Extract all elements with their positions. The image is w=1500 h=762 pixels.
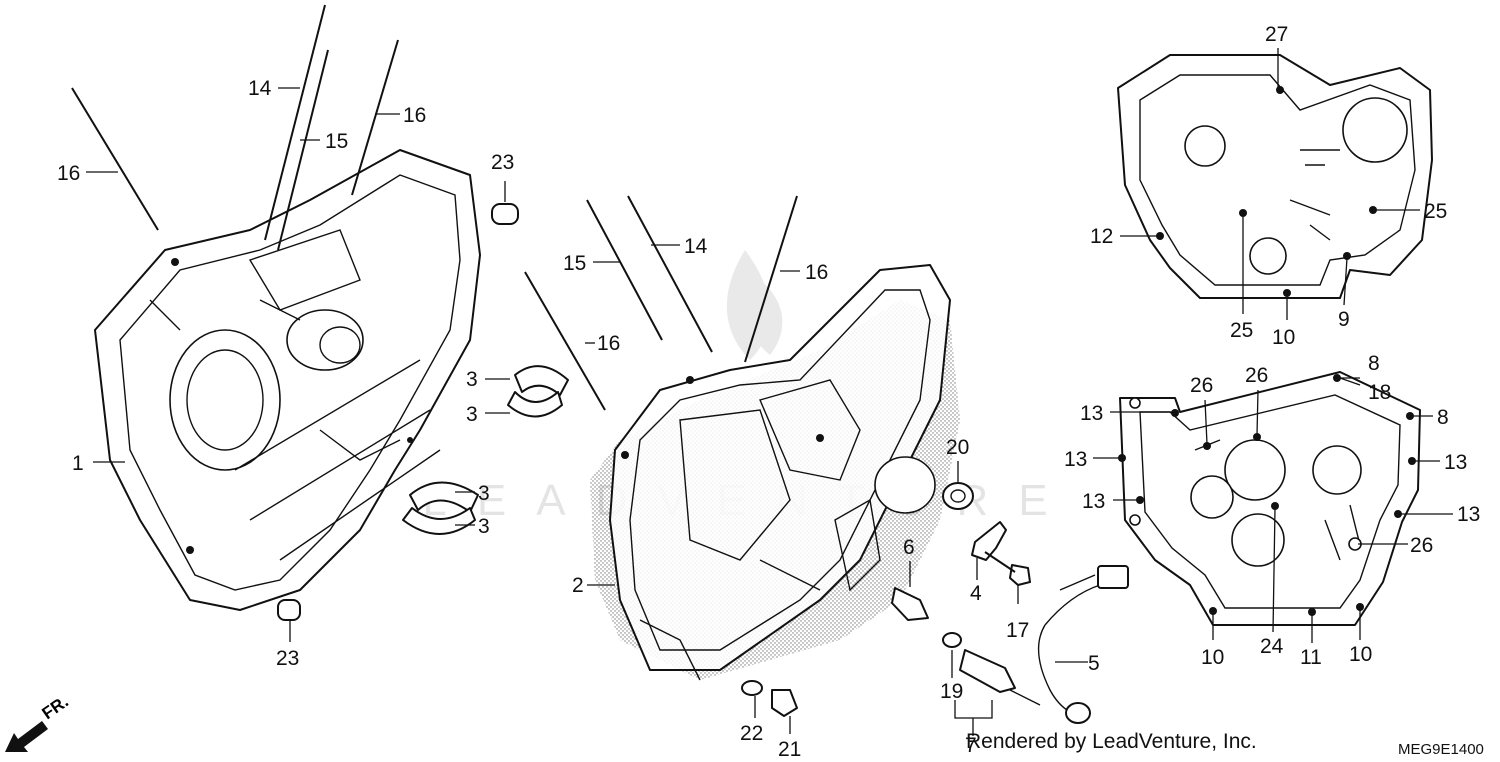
callout-13: 13 <box>1444 451 1467 474</box>
callout-25: 25 <box>1230 319 1253 342</box>
callout-2: 2 <box>572 574 584 597</box>
rendered-by-credit: Rendered by LeadVenture, Inc. <box>966 730 1257 753</box>
callout-10: 10 <box>1349 643 1372 666</box>
dowel-pins <box>277 203 519 621</box>
callout-16: 16 <box>597 332 620 355</box>
callout-27: 27 <box>1265 23 1288 46</box>
callout-3: 3 <box>478 515 490 538</box>
callout-22: 22 <box>740 722 763 745</box>
leadventure-flame-watermark-icon <box>726 250 783 360</box>
right-crankcase <box>590 264 960 681</box>
callout-13: 13 <box>1082 490 1105 513</box>
callout-26: 26 <box>1190 374 1213 397</box>
gasket-12 <box>1117 54 1433 299</box>
callout-26: 26 <box>1410 534 1433 557</box>
left-studs <box>71 4 399 251</box>
callout-18: 18 <box>1368 381 1391 404</box>
callout-3: 3 <box>466 368 478 391</box>
callout-labels: 1 2 3 3 3 3 4 5 6 7 8 8 9 10 10 10 11 12… <box>57 23 1480 761</box>
callout-10: 10 <box>1201 646 1224 669</box>
callout-8: 8 <box>1368 352 1380 375</box>
callout-13: 13 <box>1457 503 1480 526</box>
callout-12: 12 <box>1090 225 1113 248</box>
callout-20: 20 <box>946 436 969 459</box>
callout-9: 9 <box>1338 308 1350 331</box>
callout-21: 21 <box>778 738 801 761</box>
callout-3: 3 <box>466 403 478 426</box>
callout-7: 7 <box>965 734 977 757</box>
callout-14: 14 <box>684 235 708 258</box>
callout-25: 25 <box>1424 200 1447 223</box>
callout-13: 13 <box>1080 402 1103 425</box>
callout-6: 6 <box>903 536 915 559</box>
small-parts <box>741 482 1129 724</box>
front-direction-arrow-icon <box>5 721 48 752</box>
callout-26: 26 <box>1245 364 1268 387</box>
callout-14: 14 <box>248 77 272 100</box>
callout-23: 23 <box>491 151 514 174</box>
left-crankcase <box>94 149 481 611</box>
callout-16: 16 <box>57 162 80 185</box>
crankshaft-bearings <box>402 365 569 535</box>
callout-17: 17 <box>1006 619 1029 642</box>
callout-8: 8 <box>1437 406 1449 429</box>
callout-16: 16 <box>403 104 426 127</box>
callout-11: 11 <box>1300 646 1322 669</box>
callout-16: 16 <box>805 261 828 284</box>
callout-24: 24 <box>1260 635 1284 658</box>
diagram-reference-code: MEG9E1400 <box>1398 741 1484 758</box>
leader-lines <box>86 48 1453 736</box>
callout-15: 15 <box>563 252 586 275</box>
callout-1: 1 <box>72 452 84 475</box>
callout-5: 5 <box>1088 652 1100 675</box>
gasket-13 <box>1118 371 1421 626</box>
callout-4: 4 <box>970 582 982 605</box>
callout-10: 10 <box>1272 326 1295 349</box>
callout-13: 13 <box>1064 448 1087 471</box>
right-studs <box>524 195 798 411</box>
callout-15: 15 <box>325 130 348 153</box>
callout-3: 3 <box>478 482 490 505</box>
callout-23: 23 <box>276 647 299 670</box>
callout-19: 19 <box>940 680 963 703</box>
